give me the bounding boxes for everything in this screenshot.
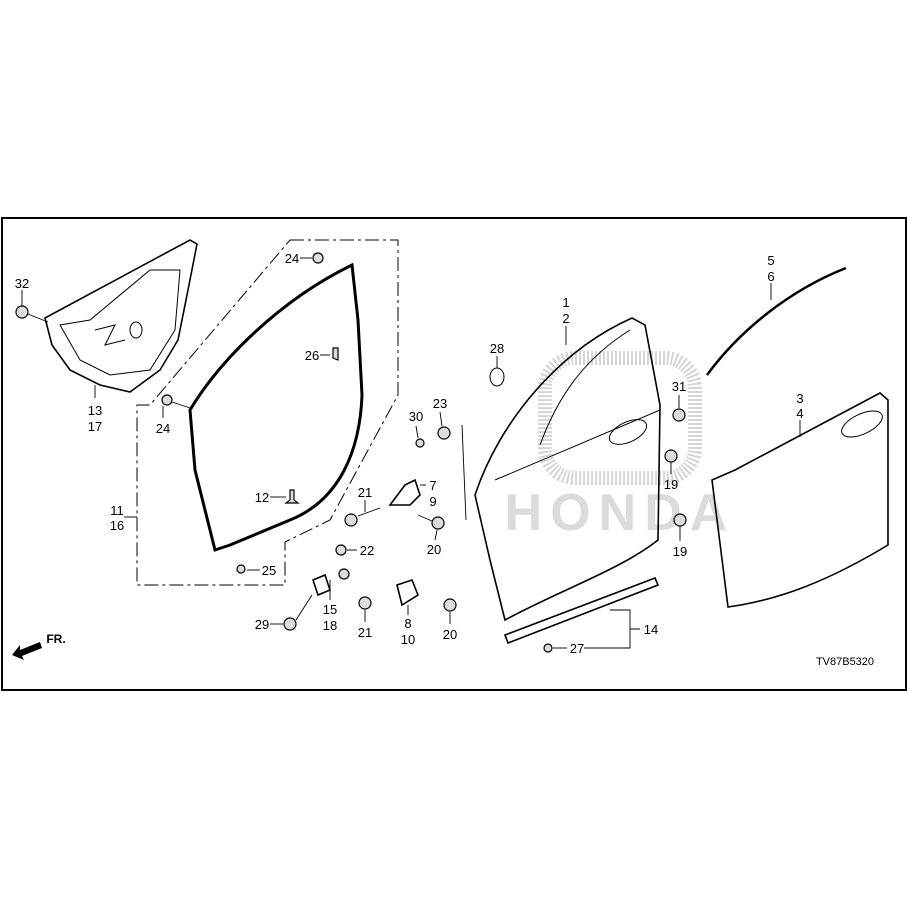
honda-watermark: HONDA bbox=[505, 351, 736, 542]
callout-11: 11 bbox=[110, 503, 124, 518]
callout-24: 24 bbox=[285, 251, 299, 266]
door-panel-1-2 bbox=[474, 317, 661, 622]
callout-1: 1 bbox=[562, 295, 569, 310]
callout-14: 14 bbox=[644, 622, 658, 637]
door-molding-5-6 bbox=[705, 266, 847, 376]
svg-text:HONDA: HONDA bbox=[505, 484, 736, 542]
callout-10: 10 bbox=[401, 632, 415, 647]
callout-31: 31 bbox=[672, 379, 686, 394]
callout-13: 13 bbox=[88, 403, 102, 418]
callout-27: 27 bbox=[570, 641, 584, 656]
door-weatherstrip bbox=[188, 262, 364, 552]
callout-9: 9 bbox=[429, 494, 436, 509]
callout-20: 20 bbox=[443, 627, 457, 642]
callout-19: 19 bbox=[673, 544, 687, 559]
callout-6: 6 bbox=[767, 269, 774, 284]
callout-21: 21 bbox=[358, 625, 372, 640]
callout-12: 12 bbox=[255, 490, 269, 505]
hinge-fasteners bbox=[270, 411, 467, 631]
door-sill-molding-14 bbox=[503, 576, 660, 645]
callout-7: 7 bbox=[429, 478, 436, 493]
door-skin-3-4 bbox=[711, 392, 889, 608]
callout-23: 23 bbox=[433, 396, 447, 411]
callout-16: 16 bbox=[110, 518, 124, 533]
callout-15: 15 bbox=[323, 602, 337, 617]
door-hole-seal-13-17 bbox=[44, 239, 198, 393]
callout-19: 19 bbox=[664, 477, 678, 492]
callout-21: 21 bbox=[358, 485, 372, 500]
callout-18: 18 bbox=[323, 618, 337, 633]
callout-25: 25 bbox=[262, 563, 276, 578]
clip-32 bbox=[15, 305, 29, 319]
drawing-code: TV87B5320 bbox=[816, 656, 874, 668]
callout-labels: 32 13 17 24 26 24 12 11 16 25 30 23 21 7… bbox=[15, 251, 804, 656]
callout-20: 20 bbox=[427, 542, 441, 557]
callout-32: 32 bbox=[15, 276, 29, 291]
callout-29: 29 bbox=[255, 617, 269, 632]
callout-17: 17 bbox=[88, 419, 102, 434]
weatherstrip-group-boundary bbox=[136, 239, 399, 586]
callout-22: 22 bbox=[360, 543, 374, 558]
callout-26: 26 bbox=[305, 348, 319, 363]
callout-2: 2 bbox=[562, 311, 569, 326]
front-direction-indicator: FR. bbox=[12, 632, 66, 660]
callout-3: 3 bbox=[796, 391, 803, 406]
callout-30: 30 bbox=[409, 409, 423, 424]
callout-8: 8 bbox=[404, 616, 411, 631]
callout-5: 5 bbox=[767, 253, 774, 268]
svg-text:FR.: FR. bbox=[46, 632, 65, 646]
callout-24: 24 bbox=[156, 421, 170, 436]
callout-28: 28 bbox=[490, 341, 504, 356]
callout-4: 4 bbox=[796, 406, 803, 421]
